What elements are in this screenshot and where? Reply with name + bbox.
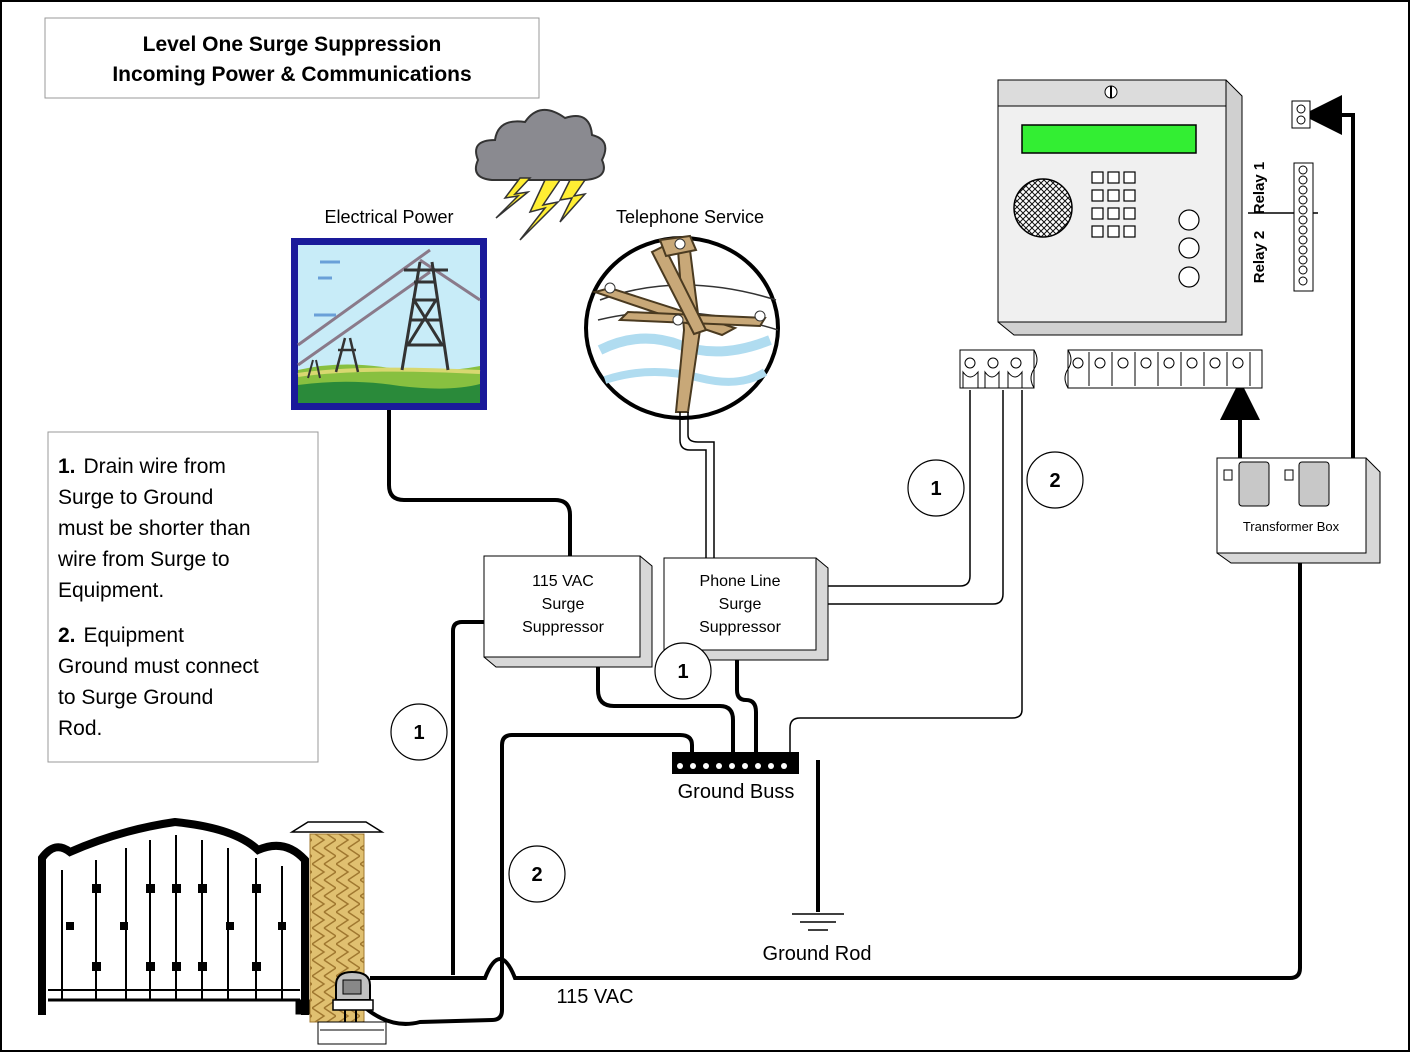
transformer-box-label: Transformer Box bbox=[1243, 519, 1340, 534]
power-tower-icon bbox=[291, 238, 487, 410]
relay-2-label: Relay 2 bbox=[1251, 231, 1268, 284]
callout-1-gate-drain: 1 bbox=[413, 722, 424, 744]
ground-rod-label: Ground Rod bbox=[763, 943, 872, 965]
callout-1-phone-ground: 1 bbox=[677, 661, 688, 683]
note-2: 2.Equipment bbox=[58, 624, 184, 647]
plug-transformer-icon bbox=[1298, 461, 1330, 507]
power-terminal bbox=[1291, 100, 1311, 129]
ground-buss-label: Ground Buss bbox=[678, 781, 795, 803]
callouts: 1 2 1 1 2 bbox=[390, 451, 1084, 903]
note-2-line-2: Ground must connect bbox=[58, 655, 259, 678]
vac-line-label: 115 VAC bbox=[556, 986, 633, 1008]
speaker-grille-icon bbox=[1013, 178, 1073, 238]
electrical-power-label: Electrical Power bbox=[324, 207, 453, 227]
relay-terminal-strip bbox=[1293, 162, 1314, 292]
telephone-pole-icon bbox=[584, 234, 780, 420]
surge-suppressor-phone: Phone Line Surge Suppressor bbox=[663, 557, 829, 661]
note-1-line-3: must be shorter than bbox=[58, 517, 251, 540]
ground-buss bbox=[672, 752, 799, 774]
surge-phone-line-1: Phone Line bbox=[700, 573, 781, 590]
note-1-line-5: Equipment. bbox=[58, 579, 164, 602]
surge-suppressor-115vac: 115 VAC Surge Suppressor bbox=[483, 555, 653, 668]
panel-terminal-strip bbox=[959, 349, 1263, 389]
surge-phone-line-3: Suppressor bbox=[699, 619, 781, 636]
callout-2-gate-ground: 2 bbox=[531, 864, 542, 886]
title-line-2: Incoming Power & Communications bbox=[112, 63, 471, 86]
surge-115-line-1: 115 VAC bbox=[532, 573, 594, 590]
relay-1-label: Relay 1 bbox=[1251, 162, 1268, 215]
notes-box: 1.Drain wire from Surge to Ground must b… bbox=[47, 431, 319, 763]
ground-rod-icon bbox=[792, 913, 844, 931]
wires bbox=[360, 95, 1355, 1026]
surge-115-line-2: Surge bbox=[542, 596, 585, 613]
gate-icon bbox=[38, 817, 317, 1015]
gate-operator-icon bbox=[332, 970, 374, 1022]
keypad-buttons bbox=[1091, 171, 1136, 238]
note-2-line-3: to Surge Ground bbox=[58, 686, 213, 709]
telephone-service-label: Telephone Service bbox=[616, 207, 764, 227]
note-1: 1.Drain wire from bbox=[58, 455, 226, 478]
callout-2-equipment-ground: 2 bbox=[1049, 470, 1060, 492]
lcd-display bbox=[1021, 124, 1197, 154]
callout-1-drain-phone: 1 bbox=[930, 478, 941, 500]
plug-transformer-icon bbox=[1238, 461, 1270, 507]
title-line-1: Level One Surge Suppression bbox=[143, 33, 442, 56]
function-buttons bbox=[1178, 209, 1200, 288]
access-control-panel bbox=[997, 79, 1243, 336]
note-2-line-4: Rod. bbox=[58, 717, 102, 740]
note-1-line-2: Surge to Ground bbox=[58, 486, 213, 509]
note-1-line-4: wire from Surge to bbox=[57, 548, 230, 571]
surge-115-line-3: Suppressor bbox=[522, 619, 604, 636]
surge-phone-line-2: Surge bbox=[719, 596, 762, 613]
title-box: Level One Surge Suppression Incoming Pow… bbox=[44, 17, 540, 99]
storm-cloud-icon bbox=[474, 109, 607, 241]
transformer-box: Transformer Box bbox=[1216, 457, 1381, 564]
